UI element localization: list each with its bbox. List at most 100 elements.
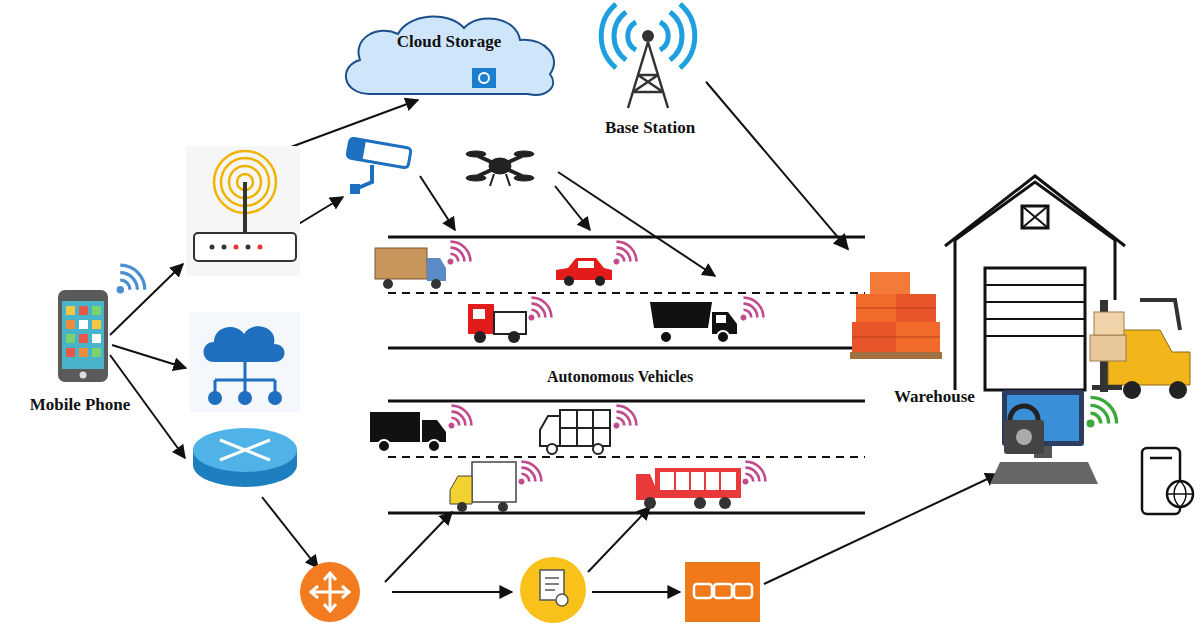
node-label: Cloud Storage [397, 32, 501, 52]
secure-computer [990, 462, 1098, 484]
blockchain-icon [694, 584, 752, 598]
blockchain-icon [714, 584, 732, 598]
wifi-router-icon [258, 245, 263, 250]
flow-arrows [588, 507, 650, 572]
white-truck [560, 410, 610, 446]
dump-truck [650, 302, 712, 328]
road-lines [388, 456, 865, 458]
routing-icon [300, 562, 360, 622]
mobile-phone-icon [79, 320, 88, 329]
wifi-router-icon [194, 233, 296, 261]
wifi-router-icon [243, 182, 247, 235]
phone-web-icon [1150, 457, 1172, 460]
red-truck [660, 472, 736, 490]
camera-icon [347, 138, 366, 160]
red-car [556, 258, 612, 280]
forklift [1090, 335, 1126, 361]
base-station: Base Station [594, 4, 706, 142]
mobile-phone-icon [58, 290, 108, 382]
red-truck [675, 472, 720, 490]
red-truck [644, 497, 656, 509]
black-truck [378, 440, 390, 452]
base-station-icon [680, 4, 695, 68]
mobile-phone-icon [92, 320, 101, 329]
drone-icon [478, 156, 522, 176]
forklift [1094, 312, 1124, 335]
road-lines [388, 292, 865, 294]
phone-web-icon [1167, 481, 1193, 507]
base-station-icon [601, 4, 695, 108]
yellow-truck [450, 462, 516, 512]
red-truck [719, 497, 731, 509]
red-small-truck [473, 309, 485, 319]
cloud-network-icon [215, 362, 275, 392]
wifi-router-icon [186, 146, 300, 276]
vehicle-signal [519, 462, 542, 485]
red-small-truck [468, 304, 494, 334]
routing-icon [300, 562, 360, 622]
cloud-network-icon [238, 391, 252, 405]
dump-truck [717, 331, 729, 343]
blockchain-icon [685, 562, 760, 622]
white-truck [540, 416, 560, 446]
yellow-truck [498, 502, 508, 512]
base-station-icon [614, 12, 626, 60]
white-truck [593, 444, 603, 454]
yellow-truck [450, 476, 472, 504]
red-small-truck [468, 304, 526, 343]
wifi-router-icon [234, 245, 239, 250]
mobile-phone-icon [80, 372, 87, 379]
secure-computer [990, 390, 1098, 484]
blockchain-icon [734, 584, 752, 598]
mobile-phone-icon [79, 306, 88, 315]
vehicle-signal [614, 242, 637, 265]
road-lines [388, 237, 865, 513]
mobile-phone-icon [66, 348, 75, 357]
mobile-phone-icon [66, 334, 75, 343]
warehouse: Warehouse [848, 165, 1178, 409]
stacked-boxes [850, 352, 942, 359]
base-station-icon [601, 4, 616, 68]
flow-arrows [110, 264, 183, 335]
stacked-boxes [852, 308, 940, 337]
routing-icon [312, 574, 348, 610]
red-car [595, 276, 605, 286]
warehouse-building [1022, 206, 1048, 228]
base-station-icon [628, 42, 668, 108]
base-station-icon [670, 12, 682, 60]
forklift [1140, 300, 1180, 330]
cloud-network-icon [208, 391, 222, 405]
cloud-network-icon [268, 391, 282, 405]
base-station-icon [601, 4, 695, 68]
drone-icon [514, 151, 534, 157]
drone-icon [489, 158, 511, 174]
base-station-icon [628, 42, 668, 108]
wifi-router-icon [186, 146, 300, 276]
mobile-phone-icon [92, 334, 101, 343]
flow-arrows [392, 591, 512, 593]
stacked-boxes [870, 272, 910, 294]
node-label: Mobile Phone [30, 395, 131, 415]
flow-arrows [764, 474, 998, 584]
wifi-router-icon [246, 245, 251, 250]
cloud-network-icon [215, 362, 275, 392]
cloud-storage: Cloud Storage [336, 8, 562, 98]
flow-arrows [555, 186, 590, 230]
road-lines [388, 236, 865, 239]
vehicle-signal [614, 406, 637, 429]
mobile-phone-icon [62, 301, 104, 369]
drone-icon [466, 175, 486, 181]
mobile-phone: Mobile Phone [16, 285, 144, 419]
wifi-symbol [117, 265, 145, 293]
white-truck [560, 410, 610, 446]
cloud-shape [346, 17, 554, 95]
road-lines [388, 400, 865, 403]
mobile-phone-icon [66, 320, 75, 329]
certificate-icon [556, 594, 568, 606]
flow-arrows [385, 512, 452, 582]
brown-truck [383, 279, 393, 289]
network-router-icon [193, 428, 297, 487]
vehicle-signal [448, 242, 471, 265]
black-truck [428, 440, 440, 452]
